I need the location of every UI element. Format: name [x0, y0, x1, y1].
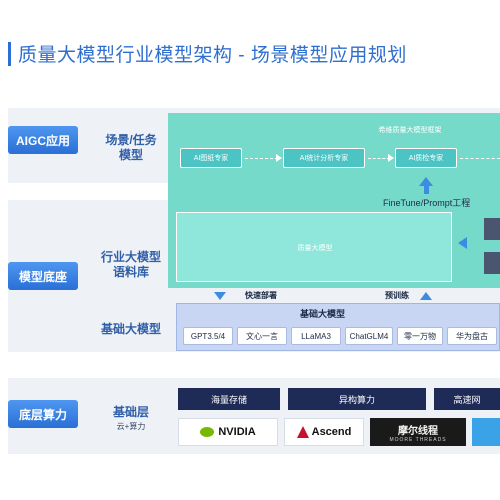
finetune-arrow-stem — [424, 186, 429, 194]
agent-statistics-expert[interactable]: AI统计分析专家 — [283, 148, 365, 168]
ascend-logo-text: Ascend — [311, 426, 352, 438]
finetune-up-arrow-icon — [419, 177, 433, 186]
vendor-logo-partial — [472, 418, 500, 446]
connector-3 — [460, 158, 500, 159]
pretrain-up-arrow-icon — [420, 292, 432, 300]
moore-threads-logo-text: 摩尔线程 — [398, 425, 438, 437]
model-chip-yi[interactable]: 零一万物 — [397, 327, 443, 345]
finetune-label: FineTune/Prompt工程 — [383, 198, 471, 208]
sidebar-item-model-base[interactable]: 模型底座 — [8, 262, 78, 290]
moore-threads-logo: 摩尔线程 MOORE THREADS — [370, 418, 466, 446]
quality-model-box — [176, 212, 452, 282]
compute-row-label: 基础层 — [112, 405, 149, 419]
connector-1 — [245, 158, 278, 159]
connector-1-arrow-icon — [276, 154, 282, 162]
agent-quality-inspection-expert[interactable]: AI质检专家 — [395, 148, 457, 168]
industry-row-label-line2: 语料库 — [112, 265, 149, 279]
scene-row-label-line1: 场景/任务 — [105, 133, 157, 147]
corpus-side-block-1 — [484, 218, 500, 240]
model-chip-gpt[interactable]: GPT3.5/4 — [183, 327, 233, 345]
storage-bar: 海量存储 — [178, 388, 280, 410]
base-row-label: 基础大模型 — [100, 322, 161, 336]
scene-row-label: 场景/任务 模型 — [96, 133, 166, 163]
model-chip-chatglm[interactable]: ChatGLM4 — [345, 327, 393, 345]
industry-row-label-line1: 行业大模型 — [100, 250, 161, 264]
nvidia-logo: NVIDIA — [178, 418, 278, 446]
quality-model-label: 质量大模型 — [297, 245, 333, 252]
network-bar: 高速网 — [434, 388, 500, 410]
moore-threads-logo-sub: MOORE THREADS — [389, 436, 447, 443]
connector-2-arrow-icon — [388, 154, 394, 162]
pretrain-label: 预训练 — [385, 291, 409, 300]
scene-row-label-line2: 模型 — [118, 148, 143, 162]
model-chip-llama[interactable]: LLaMA3 — [291, 327, 341, 345]
corpus-left-arrow-icon — [458, 237, 467, 249]
sidebar-item-compute[interactable]: 底层算力 — [8, 400, 78, 428]
page-title: 质量大模型行业模型架构 - 场景模型应用规划 — [18, 45, 407, 66]
compute-bar: 异构算力 — [288, 388, 426, 410]
connector-2 — [368, 158, 390, 159]
ascend-mark-icon — [296, 426, 309, 438]
framework-label: 希维质量大模型框架 — [378, 127, 442, 134]
model-chip-pangu[interactable]: 华为盘古 — [447, 327, 497, 345]
base-model-title: 基础大模型 — [300, 309, 346, 319]
nvidia-logo-text: NVIDIA — [218, 426, 256, 438]
title-accent-bar — [8, 42, 11, 66]
deploy-down-arrow-icon — [214, 292, 226, 300]
agent-drawing-expert[interactable]: AI图纸专家 — [180, 148, 242, 168]
compute-row-sublabel: 云+算力 — [116, 422, 146, 431]
nvidia-eye-icon — [200, 427, 215, 437]
deploy-label: 快速部署 — [245, 291, 277, 300]
model-chip-wenxin[interactable]: 文心一言 — [237, 327, 287, 345]
ascend-logo: Ascend — [284, 418, 364, 446]
corpus-side-block-2 — [484, 252, 500, 274]
industry-row-label: 行业大模型 语料库 — [96, 250, 166, 280]
sidebar-item-aigc[interactable]: AIGC应用 — [8, 126, 78, 154]
